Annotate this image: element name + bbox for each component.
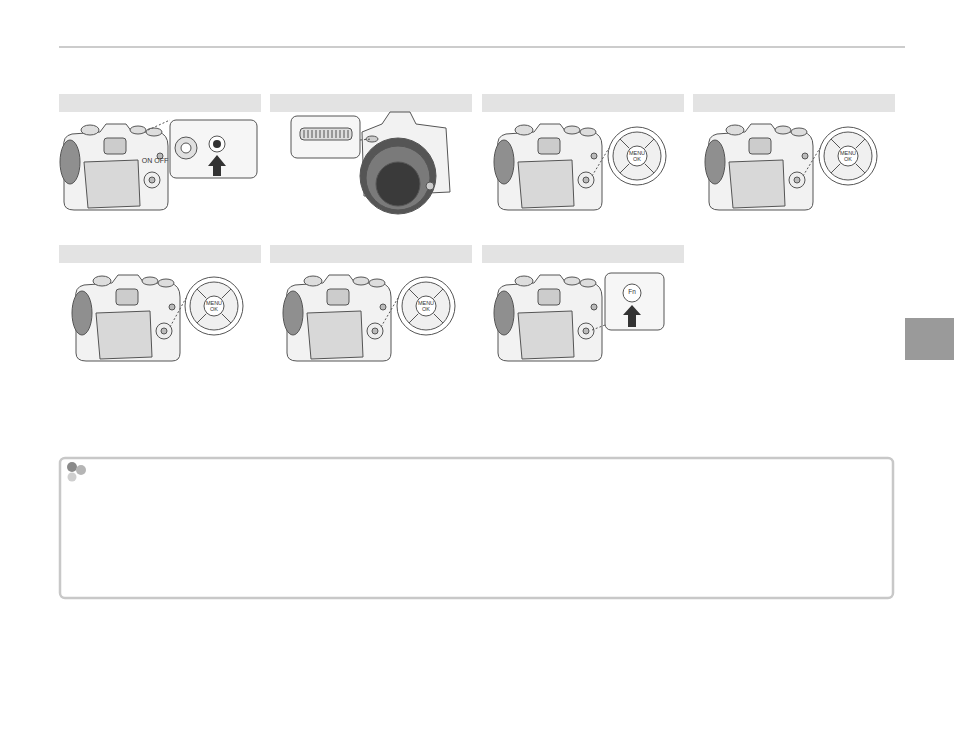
leader-line	[381, 298, 398, 327]
camera-front	[360, 112, 450, 214]
leader-line	[803, 148, 820, 176]
button-label: Fn	[624, 288, 640, 295]
step-bar	[693, 94, 895, 112]
press-arrow	[623, 305, 641, 327]
step-bar	[59, 94, 261, 112]
camera-back	[705, 124, 813, 210]
camera-back	[60, 124, 168, 210]
button-label: MENU OK	[838, 150, 858, 162]
camera-back	[72, 275, 180, 361]
leader-line	[148, 120, 170, 130]
note-icon	[67, 462, 86, 482]
leader-line	[360, 139, 372, 140]
button-label: MENU OK	[416, 300, 436, 312]
fn-inset	[605, 273, 664, 330]
step-bar	[482, 94, 684, 112]
step-bar	[482, 245, 684, 263]
dpad-inset	[819, 127, 877, 185]
camera-back	[283, 275, 391, 361]
leader-line	[592, 325, 605, 330]
header-rule	[59, 47, 905, 48]
press-arrow	[208, 155, 226, 176]
leader-line	[592, 148, 609, 176]
dial-inset	[291, 116, 360, 158]
step-bar	[270, 94, 472, 112]
leader-line	[170, 298, 186, 327]
button-label: MENU OK	[627, 150, 647, 162]
camera-back	[494, 275, 602, 361]
step-bar	[270, 245, 472, 263]
dpad-inset	[397, 277, 455, 335]
chapter-tab	[905, 318, 954, 360]
step-bar	[59, 245, 261, 263]
switch-label: ON OFF	[138, 157, 172, 165]
switch-inset	[170, 120, 257, 178]
button-label: MENU OK	[204, 300, 224, 312]
camera-back	[494, 124, 602, 210]
dpad-inset	[185, 277, 243, 335]
dpad-inset	[608, 127, 666, 185]
note-box	[60, 458, 893, 598]
